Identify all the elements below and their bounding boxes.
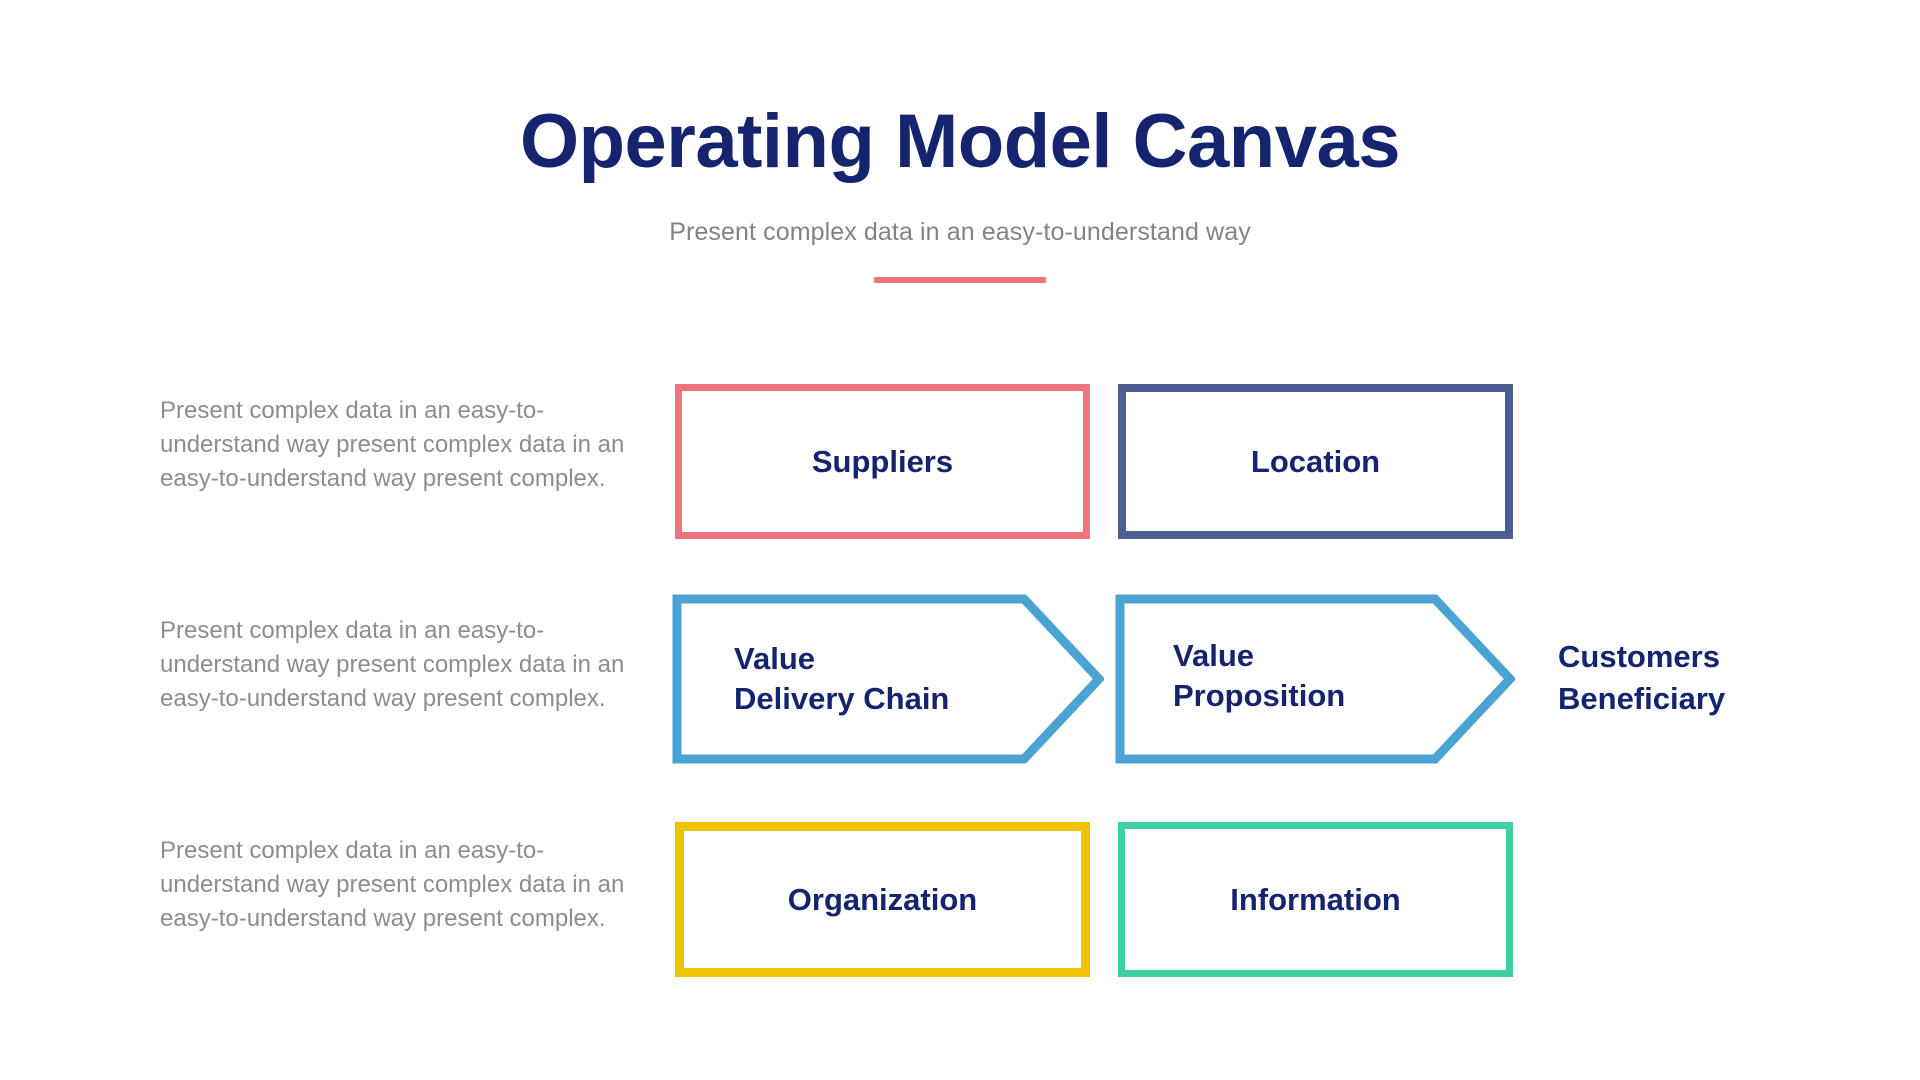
canvas-row-2: Present complex data in an easy-to-under… [0,592,1920,812]
slide-header: Operating Model Canvas Present complex d… [0,104,1920,283]
row-description-2: Present complex data in an easy-to-under… [160,617,625,712]
chevron-outline-icon [1115,594,1517,764]
shape-label-value-delivery-chain: Value Delivery Chain [734,641,950,716]
page-title: Operating Model Canvas [519,99,1401,184]
shape-label-location: Location [1250,443,1381,479]
shape-suppliers[interactable]: Suppliers [675,384,1090,539]
row-description-1: Present complex data in an easy-to-under… [160,397,625,492]
shape-information[interactable]: Information [1118,822,1513,977]
shape-label-organization: Organization [787,881,978,917]
shape-organization[interactable]: Organization [675,822,1090,977]
shape-location[interactable]: Location [1118,384,1513,539]
title-divider [874,277,1046,283]
shape-value-delivery-chain[interactable]: Value Delivery Chain [672,594,1106,764]
canvas-body: Present complex data in an easy-to-under… [0,372,1920,1032]
customers-beneficiary-label: Customers Beneficiary [1558,639,1726,716]
shape-value-proposition[interactable]: Value Proposition [1115,594,1517,764]
canvas-row-3: Present complex data in an easy-to-under… [0,812,1920,1032]
shape-label-suppliers: Suppliers [811,443,954,479]
shape-label-information: Information [1230,881,1401,917]
row-description-3: Present complex data in an easy-to-under… [160,837,625,932]
canvas-row-1: Present complex data in an easy-to-under… [0,372,1920,592]
chevron-outline-icon [672,594,1106,764]
shape-label-value-proposition: Value Proposition [1173,638,1346,713]
page-subtitle: Present complex data in an easy-to-under… [669,218,1251,246]
